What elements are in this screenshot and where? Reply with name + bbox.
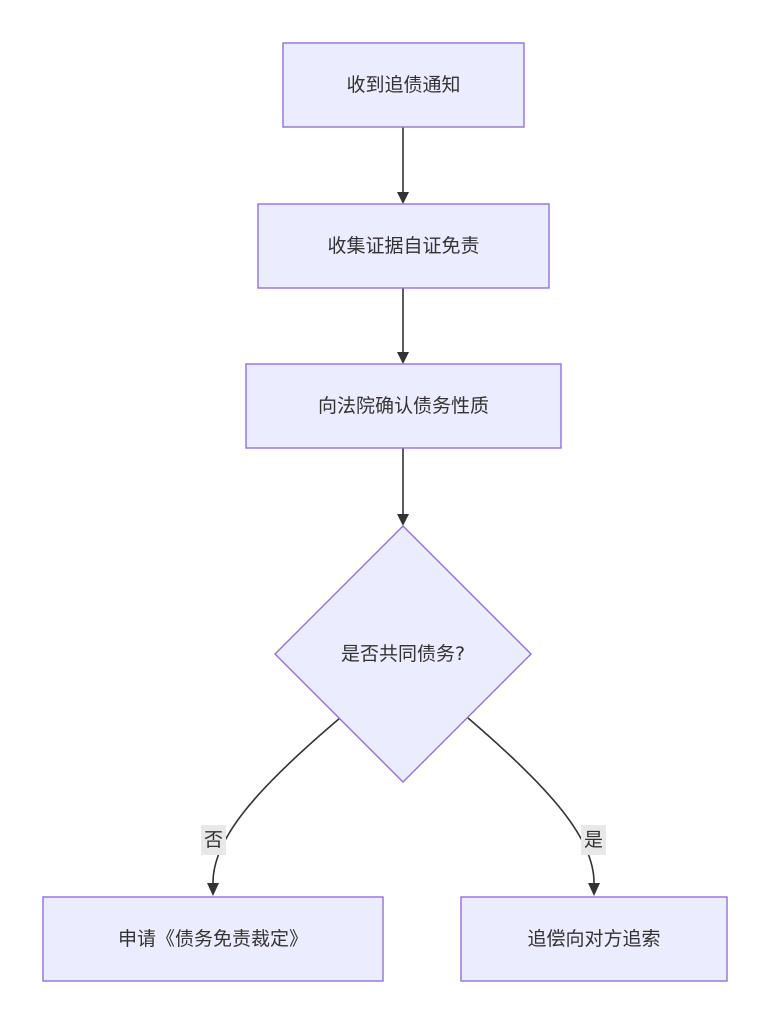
- edge-decision-no: [207, 717, 341, 896]
- node-decision: 是否共同债务?: [274, 525, 532, 783]
- node-receive-notice: 收到追债通知: [282, 42, 525, 128]
- node-recover-from-other-label: 追偿向对方追索: [527, 928, 660, 950]
- edge-receive-to-collect: [397, 127, 409, 204]
- edge-label-no-text: 否: [204, 829, 223, 851]
- node-decision-label: 是否共同债务?: [341, 643, 465, 665]
- node-court-confirm-label: 向法院确认债务性质: [318, 395, 489, 417]
- node-apply-ruling-label: 申请《债务免责裁定》: [118, 928, 308, 950]
- node-apply-ruling: 申请《债务免责裁定》: [42, 896, 384, 982]
- node-receive-notice-label: 收到追债通知: [346, 74, 460, 96]
- edge-decision-yes: [467, 717, 600, 896]
- edge-collect-to-court: [397, 288, 409, 364]
- edge-court-to-decision: [397, 448, 409, 526]
- edge-label-yes: 是: [581, 825, 606, 855]
- edge-label-yes-text: 是: [584, 829, 603, 851]
- edge-label-no: 否: [201, 825, 226, 855]
- node-court-confirm: 向法院确认债务性质: [245, 363, 562, 449]
- node-recover-from-other: 追偿向对方追索: [460, 896, 728, 982]
- node-collect-evidence: 收集证据自证免责: [257, 203, 550, 289]
- node-collect-evidence-label: 收集证据自证免责: [327, 235, 479, 257]
